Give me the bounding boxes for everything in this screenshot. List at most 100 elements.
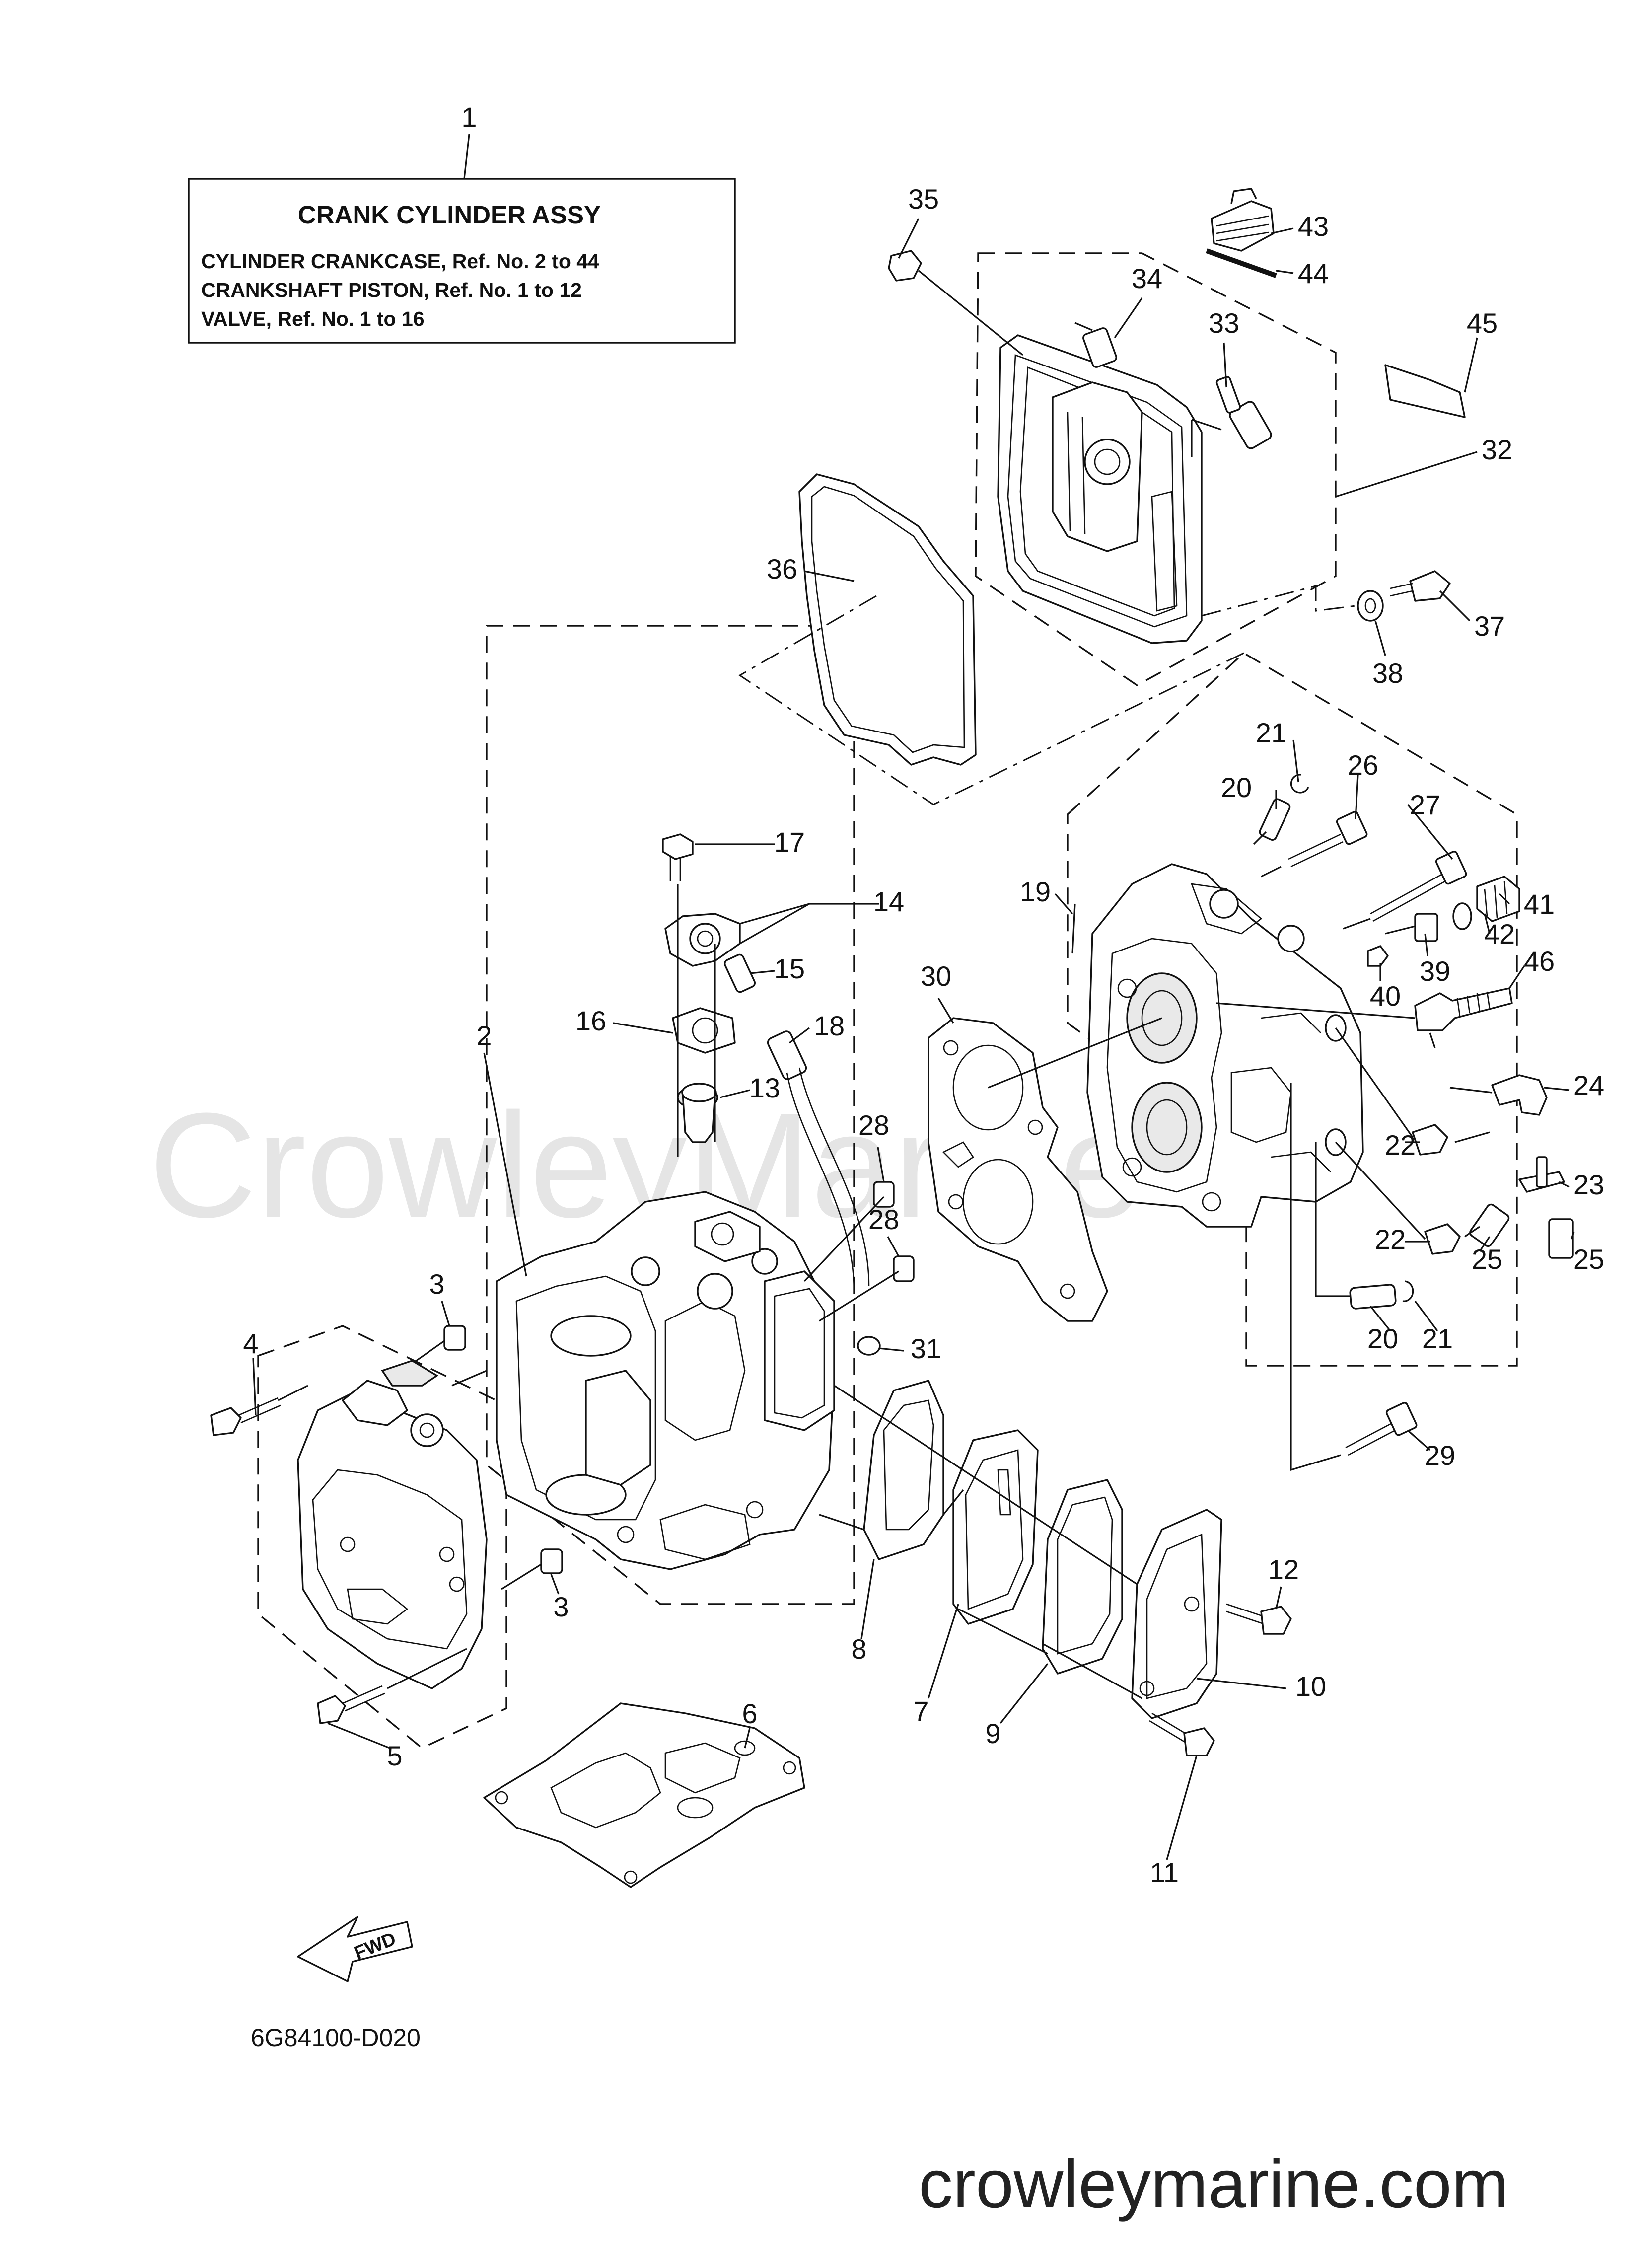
crankcase-group-outline [257,1325,507,1749]
callout-15: 15 [774,953,805,984]
dowel-3-bottom [540,1548,563,1574]
callout-16: 16 [575,1005,606,1036]
callout-13: 13 [749,1072,780,1103]
callout-28-top: 28 [858,1109,889,1141]
callout-29: 29 [1425,1440,1455,1471]
dowel-28-top [873,1181,895,1208]
label-plate-45 [1384,364,1466,418]
callout-17: 17 [774,826,805,858]
fitting-guidelines [1335,1027,1490,1240]
bolt-27 [1343,851,1467,930]
callout-7: 7 [913,1695,928,1727]
callout-40: 40 [1370,980,1401,1012]
spark-plug-46 [1414,987,1513,1048]
head-cover-gasket [798,473,977,766]
forward-arrow: FWD [297,1916,413,1982]
crankcase [297,1360,488,1689]
assembly-line-1: CYLINDER CRANKCASE, Ref. No. 2 to 44 [201,250,599,273]
bolt-4 [210,1397,281,1436]
bolt-5 [317,1685,385,1724]
exhaust-guidelines [819,1385,1142,1699]
callout-42: 42 [1484,918,1515,950]
assembly-title-box: CRANK CYLINDER ASSY CYLINDER CRANKCASE, … [188,134,736,344]
tee-23 [1518,1156,1565,1193]
head-cover-guideline [738,595,1244,805]
dowel-28-bottom [893,1255,915,1282]
cylinder-block-group-outline [486,625,855,1605]
head-gasket-guideline [988,1017,1162,1089]
washer-38 [1357,590,1384,622]
callout-43: 43 [1298,211,1329,242]
callout-38: 38 [1372,658,1403,689]
bolt-37-guideline [1201,585,1356,617]
cylinder-block [496,1191,835,1570]
callout-11: 11 [1150,1857,1179,1888]
bolt-26 [1261,811,1368,878]
callout-4: 4 [243,1328,258,1359]
exhaust-outer-cover-10 [1131,1509,1222,1719]
thermostat-guideline [677,884,716,1157]
callout-5: 5 [387,1740,402,1771]
dowel-guidelines [402,1196,899,1590]
fitting-22-bottom [1424,1223,1461,1255]
callout-25-a: 25 [1472,1244,1502,1275]
clip-21-top [1290,774,1309,794]
callout-37: 37 [1474,610,1505,642]
crankcase-guidelines [278,1370,487,1689]
hose-25-a [1469,1203,1510,1247]
callout-39: 39 [1420,955,1450,987]
thermostat-13 [677,1083,718,1143]
callout-35: 35 [908,183,939,215]
gasket-16 [672,1007,736,1054]
callout-27: 27 [1410,789,1440,820]
callout-26: 26 [1348,749,1378,781]
cylinder-head [1086,863,1364,1228]
fitting-34 [1074,322,1117,368]
oil-cap-43 [1211,188,1275,252]
gasket-42 [1452,902,1472,930]
callout-14: 14 [873,886,904,917]
hose-25-b [1548,1218,1574,1259]
callout-31: 31 [911,1333,941,1364]
bolt-40 [1367,945,1389,967]
dowel-3-top [443,1325,466,1351]
oring-31 [857,1336,881,1356]
callout-46: 46 [1524,946,1555,977]
assembly-title: CRANK CYLINDER ASSY [298,201,601,229]
oil-cap-gasket-44 [1206,248,1277,278]
callout-30: 30 [921,960,951,992]
fitting-22-top [1412,1124,1448,1156]
cylinder-head-cover [997,334,1203,644]
site-url[interactable]: crowleymarine.com [919,2146,1509,2222]
callout-2: 2 [476,1020,492,1051]
cover-bolt-35 [888,250,1024,356]
callout-36: 36 [767,553,797,585]
callout-10: 10 [1295,1671,1326,1702]
callout-numbers: 1 2 3 3 4 5 6 7 8 9 10 11 12 13 14 15 16… [243,101,1604,1888]
elbow-24 [1449,1074,1548,1116]
base-gasket-6 [483,1702,805,1888]
callout-34: 34 [1132,263,1162,294]
callout-12: 12 [1268,1554,1299,1585]
bolt-17 [662,833,694,881]
plug-41 [1476,876,1520,922]
callout-41: 41 [1524,888,1555,920]
bolt-29-guideline [1290,1083,1341,1471]
callout-leaders [252,218,1575,1860]
callout-28-bottom: 28 [868,1204,899,1235]
callout-32: 32 [1482,434,1512,465]
pin-guideline [1315,1142,1351,1297]
cylinder-head-gasket-30 [928,1017,1108,1322]
bolt-29 [1345,1402,1418,1456]
spark-plug-guideline [1216,1002,1416,1019]
callout-21-bottom: 21 [1422,1323,1453,1354]
pin-20-top [1253,798,1291,845]
callout-3-top: 3 [429,1268,444,1300]
pin-20-bottom [1349,1284,1397,1310]
callout-18: 18 [814,1010,845,1041]
thermostat-cover-14 [664,913,741,967]
hose-18-line [786,1067,870,1292]
bolt-11 [1149,1712,1215,1756]
callout-6: 6 [742,1698,757,1729]
